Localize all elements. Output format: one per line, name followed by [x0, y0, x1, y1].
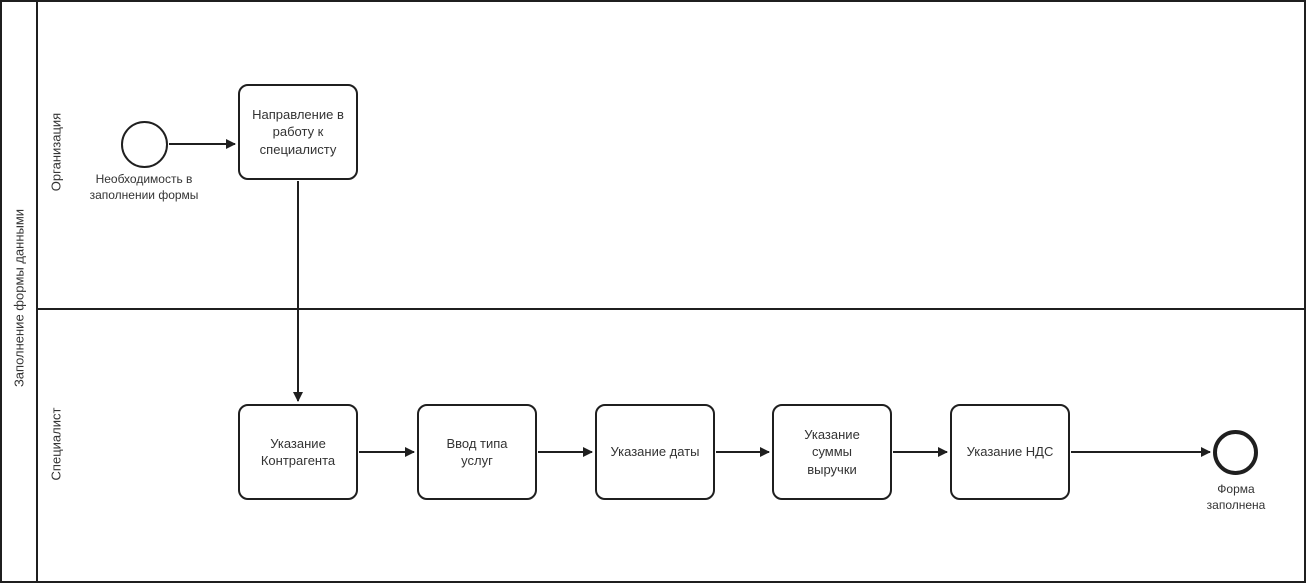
pool-label: Заполнение формы данными: [11, 208, 27, 388]
task-specify-revenue: Указание суммы выручки: [772, 404, 892, 500]
end-event-circle: [1213, 430, 1258, 475]
task-specify-date: Указание даты: [595, 404, 715, 500]
lane-divider: [37, 308, 1305, 310]
task-enter-service-type: Ввод типа услуг: [417, 404, 537, 500]
lane-label-specialist: Специалист: [48, 407, 64, 481]
start-event-label: Необходимость в заполнении формы: [89, 172, 199, 202]
end-event-label: Форма заполнена: [1206, 482, 1266, 512]
task-route-to-specialist: Направление в работу к специалисту: [238, 84, 358, 180]
lane-label-organization: Организация: [48, 112, 64, 192]
pool-header-divider: [36, 0, 38, 583]
start-event-circle: [121, 121, 168, 168]
task-specify-counterparty: Указание Контрагента: [238, 404, 358, 500]
task-specify-vat: Указание НДС: [950, 404, 1070, 500]
